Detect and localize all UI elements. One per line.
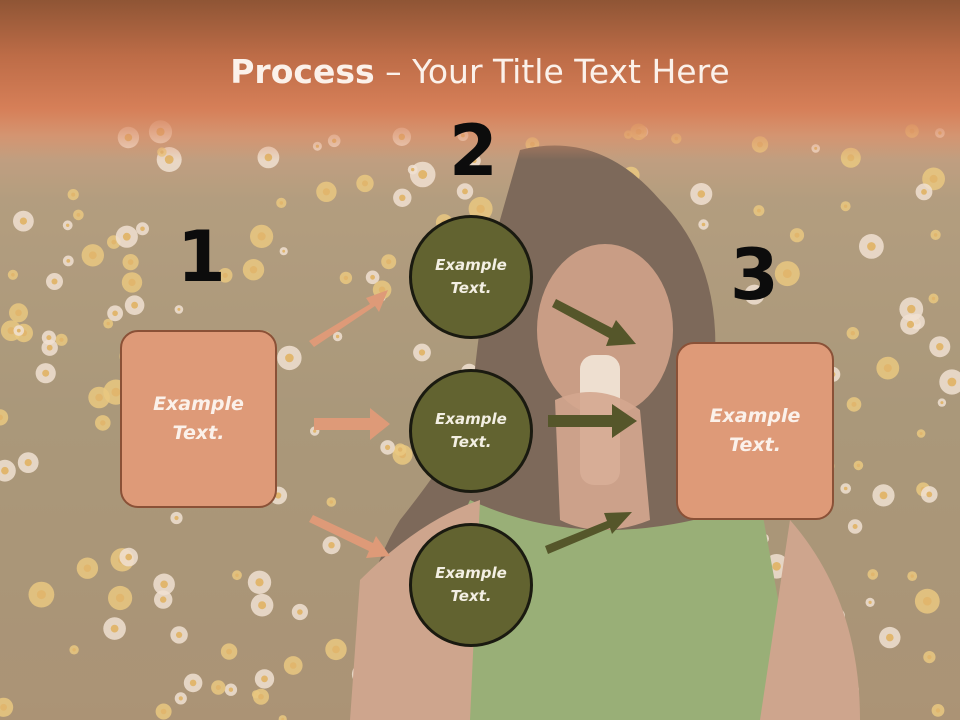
arrow-left-to-circle-2 — [314, 408, 390, 440]
left-box-text: Example Text. — [153, 393, 244, 444]
step-number-1: 1 — [177, 216, 226, 298]
circle-2-text: Example Text. — [435, 410, 507, 451]
right-text-box: Example Text. — [676, 342, 834, 520]
arrow-left-to-circle-3 — [309, 515, 390, 558]
circle-step-3: Example Text. — [409, 523, 533, 647]
arrow-circle-1-to-right — [552, 299, 636, 346]
title-band — [0, 0, 960, 160]
circle-3-text: Example Text. — [435, 564, 507, 605]
slide-title: Process – Your Title Text Here — [0, 52, 960, 91]
arrow-circle-3-to-right — [545, 512, 632, 554]
olive-arrows — [545, 299, 637, 554]
left-text-box: Example Text. — [120, 330, 277, 508]
salmon-arrows — [309, 290, 390, 558]
right-box-text: Example Text. — [709, 405, 801, 456]
step-number-3: 3 — [730, 234, 779, 316]
circle-step-1: Example Text. — [409, 215, 533, 339]
title-rest: – Your Title Text Here — [374, 52, 730, 91]
circle-step-2: Example Text. — [409, 369, 533, 493]
step-number-2: 2 — [449, 110, 498, 192]
circle-1-text: Example Text. — [435, 256, 507, 297]
arrow-circle-2-to-right — [548, 404, 637, 438]
arrow-left-to-circle-1 — [309, 290, 388, 347]
title-bold: Process — [230, 52, 375, 91]
